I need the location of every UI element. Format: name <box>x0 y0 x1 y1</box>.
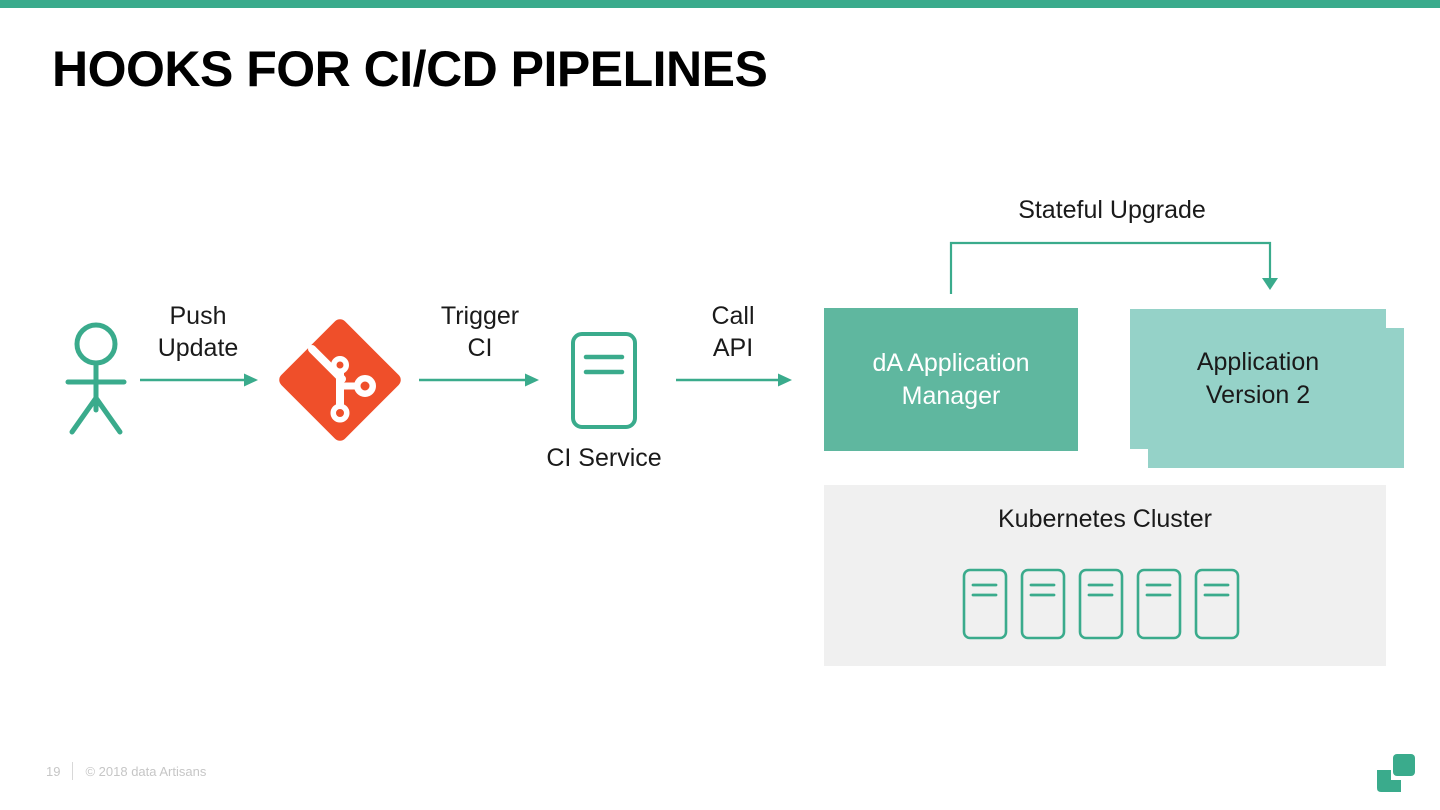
server-node-icon <box>1194 568 1240 640</box>
ci-service-label: CI Service <box>546 444 662 472</box>
page-title: HOOKS FOR CI/CD PIPELINES <box>52 41 768 97</box>
page-number: 19 <box>46 763 61 779</box>
server-node-icon <box>962 568 1008 640</box>
arrow-call-api <box>676 373 792 387</box>
copyright-text: © 2018 data Artisans <box>85 763 207 779</box>
step-label-call-api: Call API <box>711 302 755 362</box>
server-icon-ci-service <box>571 332 637 429</box>
step-label-push-update: Push Update <box>157 302 239 362</box>
stick-figure-icon <box>65 322 127 435</box>
arrow-stateful-upgrade <box>949 241 1278 294</box>
step-label-trigger-ci: Trigger CI <box>440 302 520 362</box>
top-accent-bar <box>0 0 1440 8</box>
git-logo-icon <box>279 319 401 441</box>
footer-divider <box>72 762 74 780</box>
server-node-icon <box>1136 568 1182 640</box>
arrow-push-update <box>140 373 258 387</box>
server-node-icon <box>1078 568 1124 640</box>
footer: 19 © 2018 data Artisans <box>46 762 206 780</box>
application-manager-box: dA Application Manager <box>824 308 1078 451</box>
arrow-trigger-ci <box>419 373 539 387</box>
stateful-upgrade-label: Stateful Upgrade <box>1018 196 1206 224</box>
data-artisans-logo <box>1377 754 1415 792</box>
kubernetes-cluster-title: Kubernetes Cluster <box>997 505 1212 533</box>
app-version-box: Application Version 2 <box>1130 309 1386 449</box>
kubernetes-node-list <box>962 568 1240 640</box>
server-node-icon <box>1020 568 1066 640</box>
kubernetes-cluster-panel <box>824 485 1386 666</box>
